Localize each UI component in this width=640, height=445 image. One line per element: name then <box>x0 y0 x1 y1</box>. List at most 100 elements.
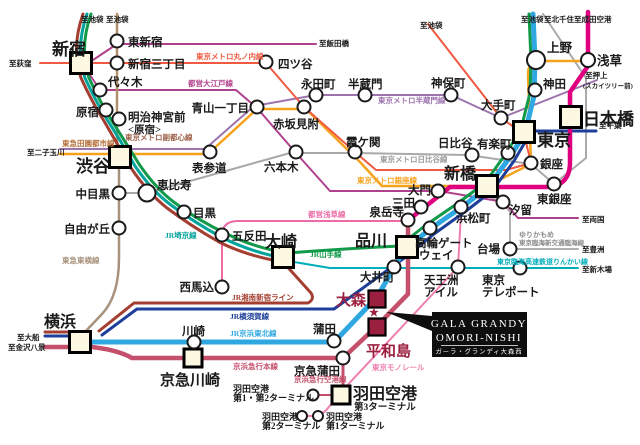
station-shinjuku-sanchome <box>109 55 125 71</box>
station-keikyu-kamata <box>335 350 351 366</box>
station-haneda-t2 <box>296 410 308 422</box>
label-omori: 大森 <box>336 291 367 309</box>
label-to-ikebukuro-fukutoshin: 至池袋 <box>106 14 129 24</box>
label-tennozu-isle-1: 天王洲 <box>424 274 459 287</box>
station-mita <box>413 199 429 215</box>
label-takanawa-gateway-1: 高輪ゲート <box>415 236 473 250</box>
callout-pointer <box>386 312 432 331</box>
label-to-kanazawa-hakkei: 至金沢八景 <box>8 342 46 352</box>
label-line-rinkai: 東京臨海高速鉄道りんかい線 <box>497 257 588 266</box>
label-daimon: 大門 <box>408 183 431 197</box>
station-yokohama <box>68 330 92 354</box>
station-omori <box>367 289 387 309</box>
station-yotsuya <box>258 54 274 70</box>
label-line-keihin: JR京浜東北線 <box>230 328 277 338</box>
label-line-hibiya: 東京メトロ日比谷線 <box>380 154 448 164</box>
label-haneda-t3: 第3ターミナル <box>354 401 416 413</box>
label-kanda: 神田 <box>543 77 566 91</box>
label-ueno: 上野 <box>547 40 573 55</box>
line-shonan-shinjuku <box>74 12 314 333</box>
line-oedo <box>87 71 579 219</box>
station-ueno <box>526 50 546 70</box>
label-line-shonan: JR湘南新宿ライン <box>232 292 294 302</box>
station-nishi-magome <box>214 279 230 295</box>
station-jimbocho <box>443 87 459 103</box>
station-hanzomon <box>357 87 373 103</box>
label-to-kita-senju: 至北千住 <box>544 14 574 24</box>
station-oimachi <box>386 259 402 275</box>
label-keikyu-kamata: 京急蒲田 <box>294 364 340 378</box>
label-keikyu-kawasaki: 京急川崎 <box>160 371 220 389</box>
label-line-hanzomon: 東京メトロ半蔵門線 <box>378 95 446 105</box>
hotel-name-en-1: GALA GRANDY <box>431 318 527 330</box>
hotel-name-en-2: OMORI-NISHI <box>436 332 522 344</box>
station-osaki <box>271 245 295 269</box>
label-line-ginza: 東京メトロ銀座線 <box>357 175 417 185</box>
label-hibiya: 日比谷 <box>438 136 473 150</box>
label-line-keikyu-airport: 京浜急行空港線 <box>294 374 347 384</box>
label-to-ikebukuro-ueno: 至池袋 <box>521 14 544 24</box>
label-to-ikebukuro-jr: 至池袋 <box>81 14 104 24</box>
label-shiodome: 汐留 <box>509 203 532 217</box>
station-kawasaki <box>186 334 202 350</box>
label-sengakuji: 泉岳寺 <box>369 205 405 219</box>
station-hibiya <box>464 147 480 163</box>
station-higashi-shinjuku <box>109 33 125 49</box>
label-mita: 三田 <box>392 197 415 210</box>
line-yokosuka-south <box>100 254 409 337</box>
label-tennozu-isle-2: アイル <box>424 286 458 299</box>
station-haneda-t1 <box>312 410 324 422</box>
label-heiwajima: 平和島 <box>366 342 411 360</box>
station-labels: 新宿東新宿新宿三丁目代々木原宿明治神宮前<原宿>四ツ谷永田町半蔵門神保町青山一丁… <box>8 14 635 431</box>
label-to-futako-tamagawa: 至二子玉川 <box>27 148 65 157</box>
label-tokyo-teleport-2: テレポート <box>482 285 540 299</box>
hotel-callout: GALA GRANDY OMORI-NISHI ガーラ・グランディ大森西 <box>386 312 527 357</box>
line-hibiya <box>118 13 587 194</box>
station-daiba <box>502 241 518 257</box>
label-star-marker: ★ <box>369 307 379 319</box>
label-tokyo-teleport-1: 東京 <box>482 273 505 287</box>
label-shinjuku-sanchome: 新宿三丁目 <box>128 57 186 71</box>
station-naka-meguro <box>111 185 127 201</box>
label-to-ikebukuro-marunouchi: 至池袋 <box>420 20 443 30</box>
label-tokyo: 東京 <box>537 130 571 150</box>
callout-box <box>432 312 527 357</box>
label-haneda-t1-1: 羽田空港 <box>326 411 363 422</box>
station-aoyama-itchome <box>249 99 265 115</box>
label-line-yurikamome-1: ゆりかもめ <box>519 230 554 239</box>
station-shiodome <box>495 194 511 210</box>
label-otemachi: 大手町 <box>481 98 516 112</box>
label-omotesando: 表参道 <box>191 161 227 175</box>
label-oimachi: 大井町 <box>360 270 395 284</box>
station-heiwajima <box>367 317 387 337</box>
label-kasumigaseki: 霞ケ関 <box>346 136 381 149</box>
label-shinagawa: 品川 <box>355 232 387 250</box>
station-keikyu-kawasaki <box>182 347 204 369</box>
label-line-yurikamome-2: 東京臨海新交通臨海線 <box>519 238 585 247</box>
station-otemachi <box>493 110 509 126</box>
label-naka-meguro: 中目黒 <box>76 187 111 201</box>
station-shinagawa <box>395 235 419 259</box>
line-tokyu-toyoko <box>82 165 121 335</box>
station-kanda <box>527 82 543 98</box>
label-meguro: 目黒 <box>193 207 216 220</box>
label-haneda-t2-2: 第2ターミナル <box>262 420 321 431</box>
station-omotesando <box>202 144 218 160</box>
station-akasaka-mitsuke <box>296 99 312 115</box>
station-harajuku <box>98 102 114 118</box>
station-tennozu-isle <box>450 259 466 275</box>
label-line-saikyo: JR埼京線 <box>165 230 197 240</box>
label-haneda-t12-2: 第1・第2ターミナル <box>233 392 314 403</box>
label-kawasaki: 川崎 <box>181 324 205 338</box>
hotel-name-ja: ガーラ・グランディ大森西 <box>435 347 522 356</box>
label-line-fukutoshin: 東京メトロ副都心線 <box>125 132 193 142</box>
label-harajuku: 原宿 <box>76 105 99 119</box>
station-meiji-jingumae <box>111 111 127 127</box>
label-nihombashi: 日本橋 <box>583 109 635 129</box>
label-yurakucho: 有楽町 <box>477 137 512 151</box>
station-jiyugaoka <box>111 220 127 236</box>
label-ginza: 銀座 <box>540 157 563 171</box>
station-haneda-t1-t2 <box>306 388 320 402</box>
label-higashi-shinjuku: 東新宿 <box>128 35 163 49</box>
